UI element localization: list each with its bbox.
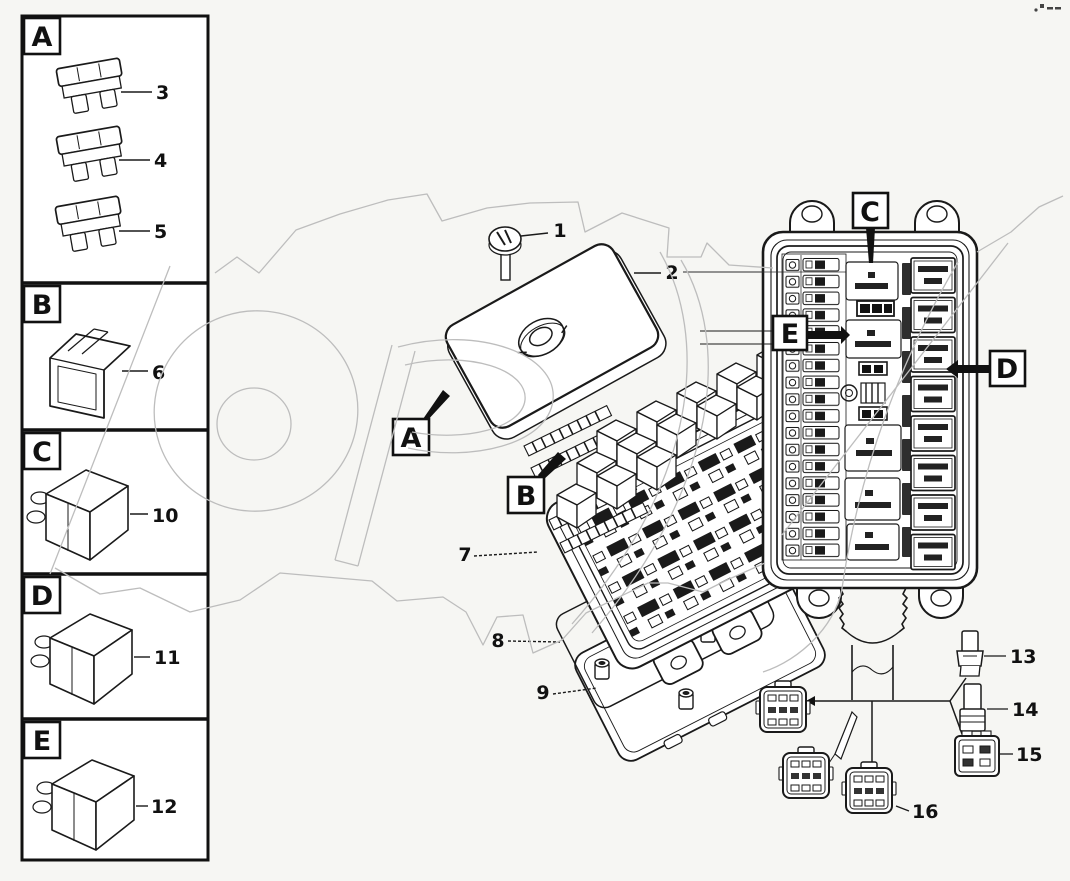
part-6-label: 6 [152, 362, 165, 384]
part-10-label: 10 [152, 505, 178, 527]
callout-b: B [506, 452, 566, 515]
screw-part1 [488, 226, 522, 281]
callout-c-wedge [866, 228, 875, 263]
left-panel: A 3 4 5 B 6 [20, 14, 210, 862]
part-15-label: 15 [1016, 744, 1042, 766]
section-e: E 12 [22, 720, 177, 851]
fuse-column [781, 253, 847, 561]
harness [806, 587, 967, 768]
callout-e: E [700, 314, 850, 352]
section-a-label: A [32, 22, 53, 53]
connector-15 [954, 730, 1000, 777]
callout-e-letter: E [781, 319, 799, 350]
part-16-label: 16 [912, 801, 938, 823]
callout-b-letter: B [516, 481, 537, 512]
connector-unlabeled-2 [778, 746, 834, 799]
section-a: A 3 4 5 [22, 16, 169, 255]
connector-13 [956, 630, 984, 677]
connector-unlabeled-1 [755, 680, 811, 733]
callout-e-arrow [807, 326, 850, 344]
part-9-label: 9 [536, 682, 549, 704]
part-1-label: 1 [553, 220, 566, 242]
section-c: C 10 [22, 431, 178, 561]
callout-b-wedge [538, 452, 566, 481]
callout-a-wedge [423, 390, 450, 422]
part-3-label: 3 [156, 82, 169, 104]
connector-leaders [895, 655, 1013, 812]
section-c-label: C [32, 437, 52, 468]
section-d: D 11 [22, 575, 180, 705]
connector-16 [841, 761, 897, 814]
callout-d-arrow [946, 360, 990, 378]
part-14-label: 14 [1012, 699, 1038, 721]
cover-part2 [444, 243, 667, 440]
fusebox-top-view: C E D [683, 191, 1042, 823]
callout-c: C [851, 191, 890, 263]
corner-mark [1034, 4, 1061, 12]
callout-d: D [946, 349, 1027, 388]
maxifuse-6-drawing [49, 328, 131, 419]
part-12-label: 12 [151, 796, 177, 818]
vertical-label-strips [902, 263, 911, 557]
connector-14 [959, 683, 986, 732]
part-4-label: 4 [154, 150, 167, 172]
section-d-label: D [31, 581, 53, 612]
part-13-label: 13 [1010, 646, 1036, 668]
callout-a-letter: A [401, 423, 422, 454]
part-7-label: 7 [458, 544, 471, 566]
part-5-label: 5 [154, 221, 167, 243]
section-b-label: B [32, 290, 53, 321]
fuse-label-column [910, 257, 956, 571]
callout-d-letter: D [996, 354, 1018, 385]
section-e-label: E [33, 726, 51, 757]
callout-c-letter: C [860, 197, 880, 228]
section-b: B 6 [22, 284, 165, 419]
part-11-label: 11 [154, 647, 180, 669]
watermark [49, 193, 1064, 673]
part-8-label: 8 [491, 630, 504, 652]
